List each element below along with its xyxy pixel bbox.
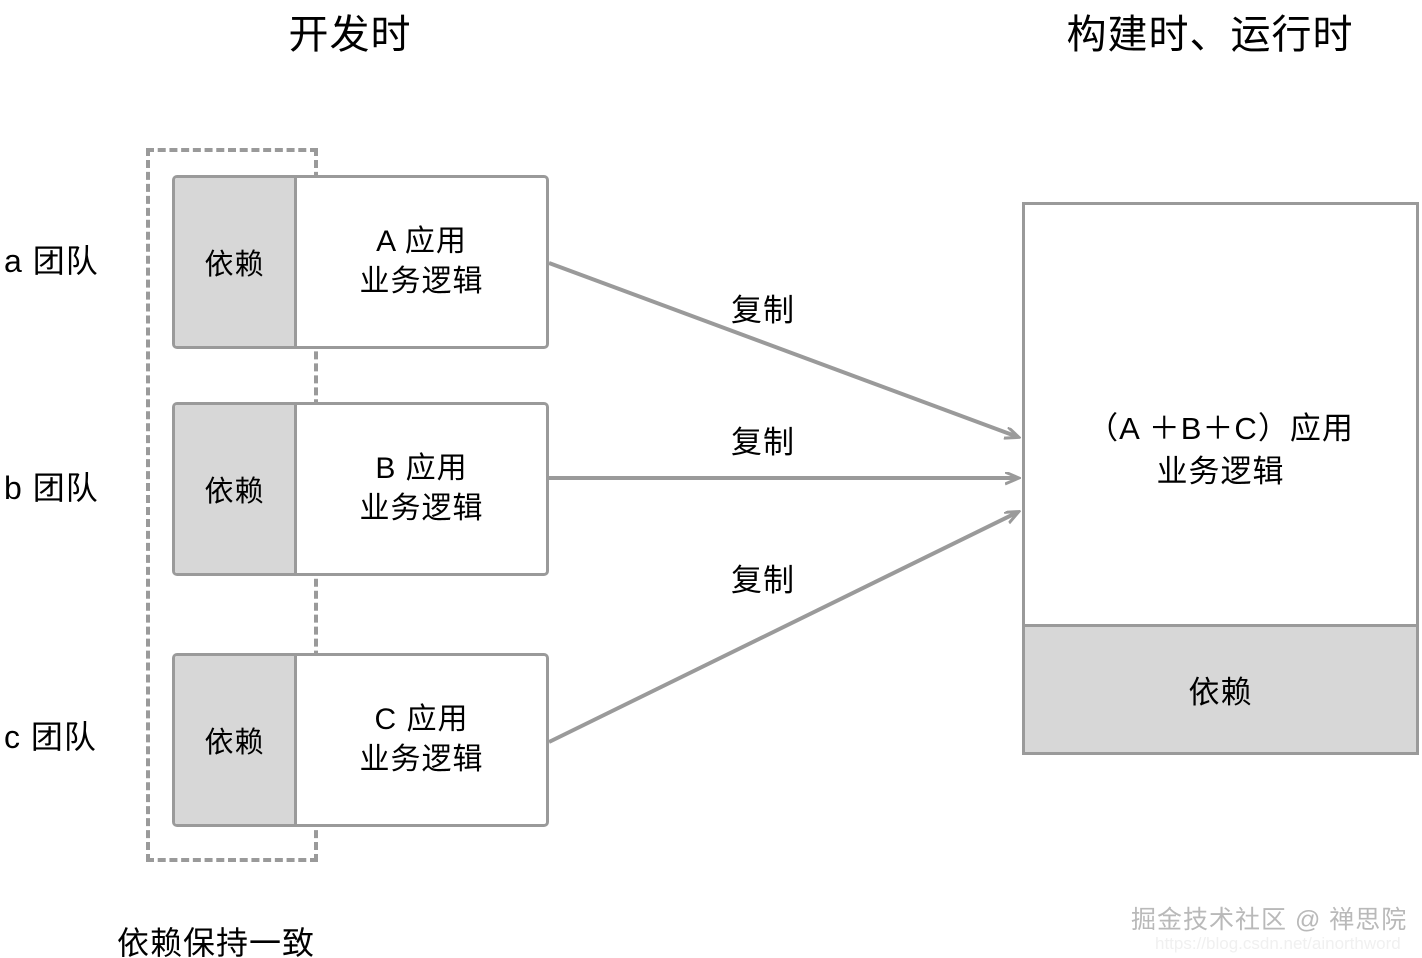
watermark-text: 掘金技术社区 @ 禅思院	[1131, 906, 1408, 934]
merged-app-name: （A ＋B＋C）应用	[1087, 411, 1354, 446]
dependency-cell-c: 依赖	[175, 656, 297, 824]
arrow-copy-a	[548, 261, 1018, 437]
team-label-b: b 团队	[4, 470, 99, 506]
merged-business-logic-cell: （A ＋B＋C）应用 业务逻辑	[1025, 205, 1416, 624]
arrow-label-copy-c: 复制	[731, 563, 795, 598]
app-logic-a: 业务逻辑	[359, 265, 484, 298]
team-label-a: a 团队	[4, 243, 99, 279]
dependency-cell-a: 依赖	[175, 178, 297, 346]
arrow-label-copy-b: 复制	[731, 425, 795, 460]
section-title-development: 开发时	[288, 13, 412, 57]
business-logic-cell-a: A 应用 业务逻辑	[297, 178, 546, 346]
watermark-url: https://blog.csdn.net/ainorthword	[1155, 934, 1401, 953]
business-logic-cell-c: C 应用 业务逻辑	[297, 656, 546, 824]
app-logic-c: 业务逻辑	[359, 743, 484, 776]
app-name-a: A 应用	[376, 224, 467, 258]
app-box-a: 依赖 A 应用 业务逻辑	[172, 175, 549, 349]
app-box-b: 依赖 B 应用 业务逻辑	[172, 402, 549, 576]
app-name-c: C 应用	[374, 702, 469, 736]
app-logic-b: 业务逻辑	[359, 492, 484, 525]
arrow-label-copy-a: 复制	[731, 293, 795, 328]
merged-application-box: （A ＋B＋C）应用 业务逻辑 依赖	[1022, 202, 1419, 755]
business-logic-cell-b: B 应用 业务逻辑	[297, 405, 546, 573]
app-box-c: 依赖 C 应用 业务逻辑	[172, 653, 549, 827]
app-name-b: B 应用	[375, 451, 468, 485]
section-title-buildtime-runtime: 构建时、运行时	[1066, 13, 1354, 57]
arrow-copy-c	[548, 512, 1018, 744]
dependency-cell-b: 依赖	[175, 405, 297, 573]
merged-app-logic: 业务逻辑	[1156, 454, 1285, 490]
consistency-note: 依赖保持一致	[117, 925, 316, 958]
merged-dependency-cell: 依赖	[1025, 624, 1416, 752]
team-label-c: c 团队	[4, 719, 97, 755]
